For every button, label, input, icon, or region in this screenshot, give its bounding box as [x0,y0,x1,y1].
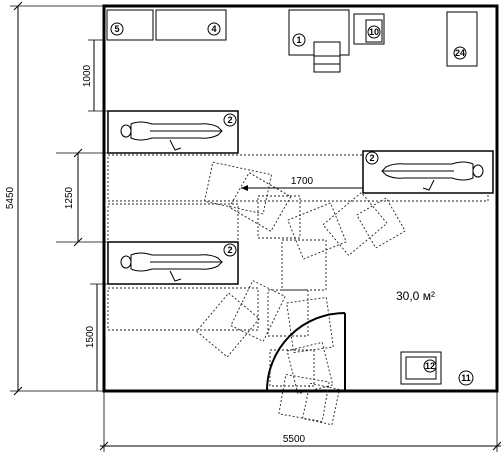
badge-5: 5 [114,24,119,34]
badge-2-circle [223,243,237,257]
patient-figure [120,252,223,282]
item-10: 10 [353,13,385,45]
badge-2-top-left: 2 [227,115,232,125]
dimension-1000-label: 1000 [82,64,93,87]
badge-1: 1 [296,35,301,45]
badge-24-circle [453,46,467,60]
dimension-5450: 5450 [5,1,104,396]
gurney-rotation-path [195,161,406,426]
badge-12-circle [423,359,437,373]
badge-5-circle [110,22,124,36]
room-walls [102,4,499,393]
bed-top-left: 2 [107,110,239,154]
dimension-5450-label: 5450 [5,186,16,209]
room-area-label: 30,0 м² [396,289,435,303]
badge-24: 24 [455,48,465,58]
dimension-1700: 1700 [241,176,363,191]
dimension-5500-label: 5500 [283,434,306,445]
dimension-5500: 5500 [99,391,501,452]
bed-right: 2 [362,150,494,194]
badge-11: 11 [461,373,471,383]
transfer-zone-top [107,154,489,202]
badge-4-circle [207,22,221,36]
item-24: 24 [446,11,478,67]
badge-10-circle [367,25,381,39]
badge-2-circle [223,113,237,127]
patient-figure [120,121,223,151]
door-swing [266,312,346,392]
badge-4: 4 [211,24,216,34]
dimension-1500-label: 1500 [85,325,96,348]
dimension-1250-label: 1250 [64,186,75,209]
badge-1-circle [292,33,306,47]
patient-figure [381,161,484,191]
badge-10: 10 [369,27,379,37]
badge-2-circle [365,151,379,165]
badge-12: 12 [425,361,435,371]
sink-unit: 12 11 [400,351,474,386]
badge-2-right: 2 [369,153,374,163]
desk-1: 1 [288,9,350,73]
transfer-zone-bottom [107,287,259,331]
badge-11-circle [458,370,474,386]
dimension-1700-label: 1700 [291,176,314,187]
desk-chair [313,41,341,73]
dimension-chain-left: 1000 1250 1500 [56,39,108,391]
cabinet-4: 4 [155,9,227,41]
cabinet-5: 5 [106,9,154,41]
badge-2-middle-left: 2 [227,245,232,255]
bed-middle-left: 2 [107,241,239,285]
